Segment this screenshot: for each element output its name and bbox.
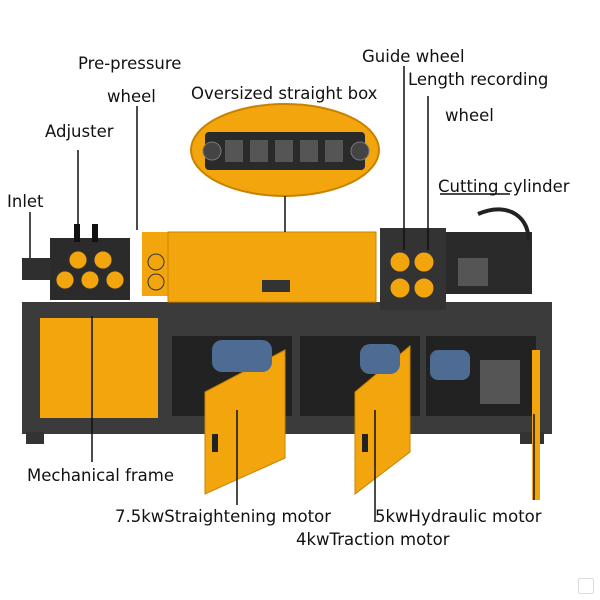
straight-box xyxy=(142,231,377,303)
label-straightening-motor: 7.5kwStraightening motor xyxy=(115,507,331,526)
cutting-assembly xyxy=(380,207,532,310)
mechanical-frame xyxy=(22,302,552,444)
label-length-recording: Length recording xyxy=(408,70,549,89)
label-traction-motor: 4kwTraction motor xyxy=(296,530,450,549)
leader-lines xyxy=(29,66,535,522)
label-mechanical-frame: Mechanical frame xyxy=(27,466,175,485)
label-cutting-cylinder: Cutting cylinder xyxy=(438,177,570,196)
motors xyxy=(212,340,520,404)
label-adjuster: Adjuster xyxy=(45,122,114,141)
label-guide-wheel: Guide wheel xyxy=(362,47,465,66)
label-wheel: wheel xyxy=(107,87,156,106)
label-pre-pressure: Pre-pressure xyxy=(78,54,182,73)
label-inlet: Inlet xyxy=(7,192,44,211)
label-oversized-straight-box: Oversized straight box xyxy=(191,84,378,103)
straight-box-inset xyxy=(190,103,380,197)
inlet-assembly xyxy=(22,224,130,300)
corner-mark xyxy=(578,578,594,594)
motor-doors xyxy=(204,344,540,500)
label-wheel-2: wheel xyxy=(445,106,494,125)
label-hydraulic-motor: 5kwHydraulic motor xyxy=(375,507,542,526)
